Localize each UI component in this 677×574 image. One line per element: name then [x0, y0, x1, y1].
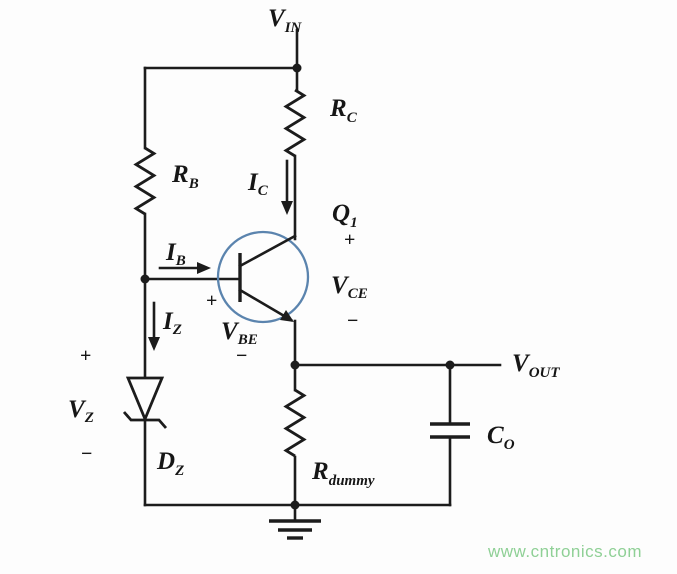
node-vout — [290, 360, 300, 370]
rc-label: RC — [329, 95, 358, 126]
rc-main: R — [329, 95, 347, 122]
ic-sub: C — [258, 183, 269, 199]
ib-sub: B — [175, 253, 186, 269]
rdummy-label: Rdummy — [311, 458, 375, 489]
node-vin — [292, 63, 302, 73]
co-label: CO — [487, 422, 515, 453]
transistor-q1 — [216, 230, 310, 324]
vz-minus-sign: − — [81, 443, 92, 465]
vce-minus-sign: − — [347, 310, 358, 332]
ib-main: I — [165, 239, 177, 266]
rc-sub: C — [347, 110, 358, 126]
rdummy-sub: dummy — [329, 473, 375, 489]
ib-arrowhead — [197, 262, 211, 274]
ic-arrowhead — [281, 201, 293, 215]
co-sub: O — [504, 437, 515, 453]
watermark-text: www.cntronics.com — [487, 542, 642, 561]
iz-label: IZ — [162, 308, 182, 338]
co-main: C — [487, 422, 504, 449]
dz-label: DZ — [156, 448, 184, 479]
node-ground — [290, 500, 300, 510]
transistor-emitter-arrowhead — [280, 310, 294, 322]
transistor-emitter-lead — [238, 288, 293, 322]
vce-plus-sign: + — [344, 229, 355, 251]
q1-main: Q — [332, 200, 350, 227]
vbe-main: V — [221, 318, 240, 345]
zener-diode-dz — [122, 376, 168, 429]
rb-label: RB — [171, 161, 199, 192]
junction-dots — [140, 63, 455, 510]
rb-main: R — [171, 161, 189, 188]
vin-label: VIN — [268, 5, 303, 36]
node-base — [140, 274, 150, 284]
iz-sub: Z — [172, 322, 182, 338]
vce-main: V — [331, 272, 350, 299]
transistor-body-circle — [216, 230, 310, 324]
capacitor-co — [430, 422, 470, 439]
vbe-minus-sign: − — [236, 345, 247, 367]
zener-cathode-bar — [122, 411, 168, 429]
rdummy-main: R — [311, 458, 329, 485]
transistor-collector-lead — [238, 234, 297, 268]
q1-sub: 1 — [350, 215, 358, 231]
resistor-rb-symbol — [133, 146, 157, 216]
vz-sub: Z — [84, 410, 94, 426]
vz-main: V — [68, 396, 87, 423]
dz-main: D — [156, 448, 175, 475]
dz-sub: Z — [174, 463, 184, 479]
iz-arrowhead — [148, 337, 160, 351]
ic-label: IC — [247, 169, 269, 199]
resistor-rc-symbol — [283, 88, 307, 158]
ground-symbol — [269, 503, 321, 540]
node-cap — [445, 360, 455, 370]
vbe-plus-sign: + — [206, 290, 217, 312]
ib-label: IB — [165, 239, 186, 269]
q1-label: Q1 — [332, 200, 358, 231]
vz-label: VZ — [68, 396, 94, 426]
vout-sub: OUT — [529, 365, 561, 381]
vin-main: V — [268, 5, 287, 32]
rb-sub: B — [188, 176, 199, 192]
vin-sub: IN — [284, 20, 303, 36]
vout-main: V — [512, 350, 531, 377]
iz-main: I — [162, 308, 174, 335]
vz-plus-sign: + — [80, 345, 91, 367]
ic-main: I — [247, 169, 259, 196]
current-arrows — [148, 159, 293, 351]
vbe-label: VBE — [221, 318, 258, 348]
vce-sub: CE — [348, 286, 368, 302]
zener-triangle — [125, 376, 165, 423]
vbe-sub: BE — [237, 332, 258, 348]
vout-label: VOUT — [512, 350, 560, 381]
resistor-rdummy-symbol — [283, 388, 307, 458]
vce-label: VCE — [331, 272, 368, 302]
